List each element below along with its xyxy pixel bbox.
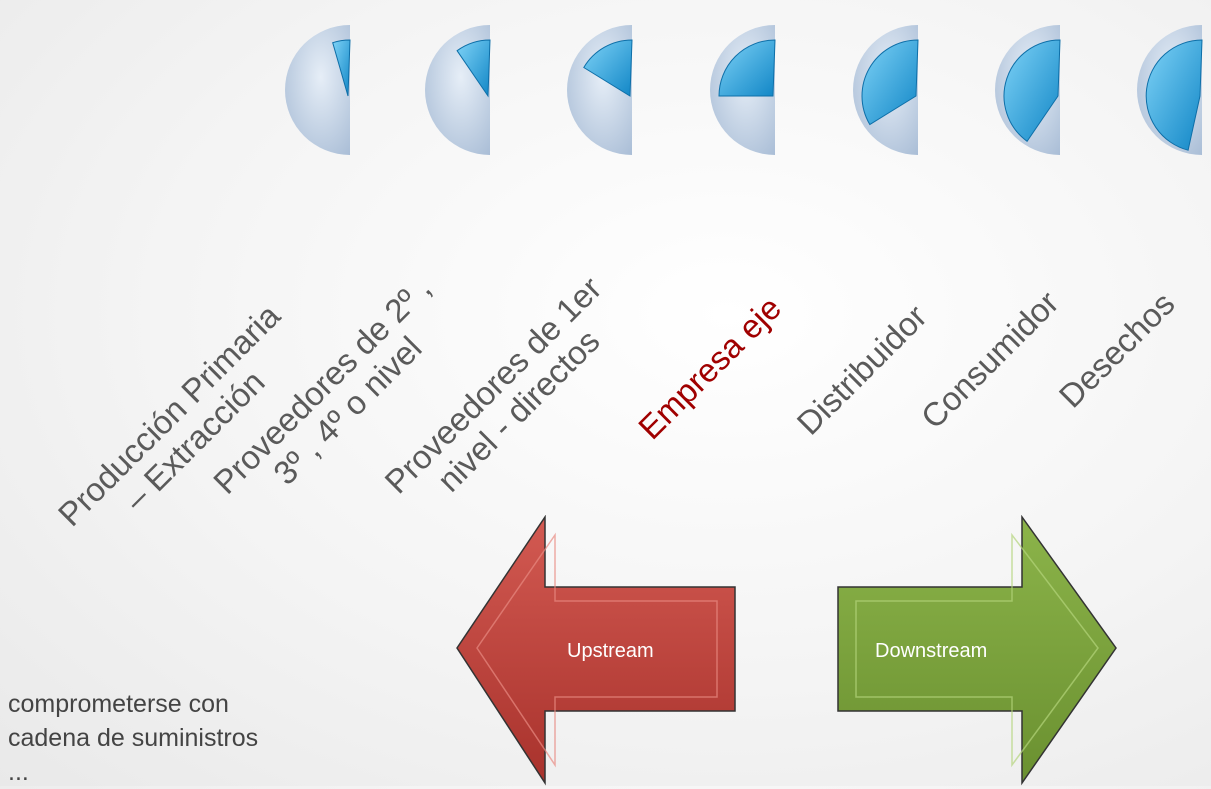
stage-label-consumer: Consumidor [913,283,1066,436]
downstream-label: Downstream [875,640,988,662]
stage-label-focal-company: Empresa eje [631,289,789,447]
stage-1-disc-icon [280,20,400,160]
disc-wedge [1003,39,1061,143]
stage-4-disc-icon [705,20,825,160]
stage-7-disc-icon [1132,20,1211,160]
disc-wedge [861,39,919,126]
upstream-label: Upstream [567,640,654,662]
stage-label-distributor: Distribuidor [789,297,934,442]
stage-6-disc-icon [990,20,1110,160]
upstream-arrow [456,515,736,786]
stage-label-waste: Desechos [1051,284,1182,415]
disc-wedge [718,39,776,97]
stage-3-disc-icon [562,20,682,160]
disc-base [285,25,350,155]
stage-2-disc-icon [420,20,540,160]
disc-wedge [332,39,351,97]
disc-wedge [583,39,633,97]
disc-wedge [456,39,491,98]
disc-wedge [1145,39,1203,151]
stage-5-disc-icon [848,20,968,160]
description-text: comprometerse con cadena de suministros … [8,690,259,786]
downstream-arrow [837,515,1117,786]
